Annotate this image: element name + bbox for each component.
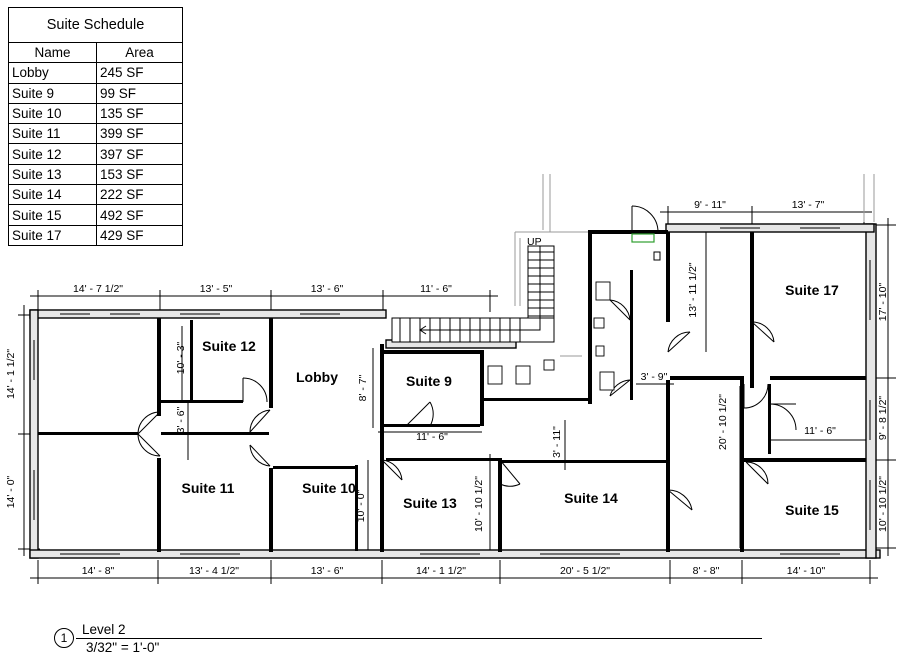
room-label-suite-11: Suite 11 — [182, 480, 235, 496]
dim-bottom-3: 13' - 6" — [311, 565, 344, 577]
dim-bottom-2: 13' - 4 1/2" — [189, 565, 239, 577]
schedule-title: Suite Schedule — [8, 7, 183, 43]
dim-bottom-1: 14' - 8" — [82, 565, 115, 577]
schedule-cell-area: 245 SF — [96, 62, 183, 84]
dim-top-3: 13' - 6" — [311, 283, 344, 295]
room-label-suite-10: Suite 10 — [302, 480, 356, 496]
schedule-cell-name: Suite 15 — [8, 204, 97, 226]
schedule-cell-area: 397 SF — [96, 143, 183, 165]
schedule-header-name: Name — [8, 41, 97, 64]
dim-right-3: 10' - 10 1/2" — [877, 476, 889, 532]
dim-top-6: 13' - 7" — [792, 199, 825, 211]
schedule-cell-name: Suite 17 — [8, 224, 97, 246]
dim-left-1: 14' - 1 1/2" — [5, 349, 17, 399]
room-label-suite-14: Suite 14 — [564, 490, 618, 506]
dim-top-4: 11' - 6" — [420, 283, 452, 295]
dimension-labels: 14' - 7 1/2" 13' - 5" 13' - 6" 11' - 6" … — [5, 199, 889, 577]
dim-top-1: 14' - 7 1/2" — [73, 283, 123, 295]
context-lines — [514, 174, 875, 357]
dim-bottom-7: 14' - 10" — [787, 565, 826, 577]
restroom-fixtures — [487, 233, 661, 391]
dim-corridor-width: 3' - 6" — [175, 406, 187, 433]
dim-suite12-height: 10' - 3" — [175, 341, 187, 374]
schedule-header-row: Name Area — [8, 41, 183, 64]
dim-bottom-5: 20' - 5 1/2" — [560, 565, 610, 577]
window-marks — [33, 227, 871, 555]
view-scale: 3/32" = 1'-0" — [86, 640, 160, 655]
dim-suite13-height: 10' - 10 1/2" — [473, 476, 485, 532]
dim-suite17-depth: 13' - 11 1/2" — [687, 262, 699, 317]
doors — [137, 205, 797, 511]
dim-suite9-width: 11' - 6" — [416, 431, 448, 443]
view-number-badge: 1 — [54, 628, 74, 648]
room-label-suite-17: Suite 17 — [785, 282, 839, 298]
dim-bottom-4: 14' - 1 1/2" — [416, 565, 466, 577]
room-label-suite-13: Suite 13 — [403, 495, 457, 511]
schedule-cell-area: 153 SF — [96, 163, 183, 186]
room-label-lobby: Lobby — [296, 369, 338, 385]
dim-top-5: 9' - 11" — [694, 199, 726, 211]
schedule-cell-area: 429 SF — [96, 224, 183, 246]
dim-top-2: 13' - 5" — [200, 283, 233, 295]
schedule-title-row: Suite Schedule — [8, 7, 183, 43]
dim-left-2: 14' - 0" — [5, 475, 17, 508]
stair — [391, 245, 555, 343]
schedule-cell-area: 399 SF — [96, 123, 183, 145]
dim-bottom-6: 8' - 8" — [693, 565, 720, 577]
room-label-suite-12: Suite 12 — [202, 338, 256, 354]
view-title-underline — [76, 638, 762, 639]
room-label-suite-15: Suite 15 — [785, 502, 839, 518]
dim-suite10-height: 10' - 0" — [355, 489, 367, 522]
dim-right-2: 9' - 8 1/2" — [877, 396, 889, 441]
dim-suite15-width: 11' - 6" — [804, 425, 836, 437]
stair-up-label: UP — [527, 236, 542, 248]
interior-walls — [38, 230, 866, 552]
schedule-cell-name: Suite 9 — [8, 82, 97, 104]
room-label-suite-9: Suite 9 — [406, 373, 452, 389]
dim-suite9-height: 8' - 7" — [357, 374, 369, 401]
dim-restroom-width: 3' - 9" — [641, 371, 668, 383]
dim-center-depth: 20' - 10 1/2" — [717, 394, 729, 450]
dim-corridor-14: 3' - 11" — [551, 426, 563, 458]
view-title: Level 2 — [82, 622, 126, 637]
dimension-lines — [18, 206, 896, 584]
room-labels: Suite 12 Lobby Suite 9 Suite 17 Suite 11… — [182, 282, 840, 518]
schedule-cell-name: Suite 13 — [8, 163, 97, 186]
schedule-cell-name: Suite 11 — [8, 123, 97, 145]
dim-right-1: 17' - 10" — [877, 283, 889, 322]
